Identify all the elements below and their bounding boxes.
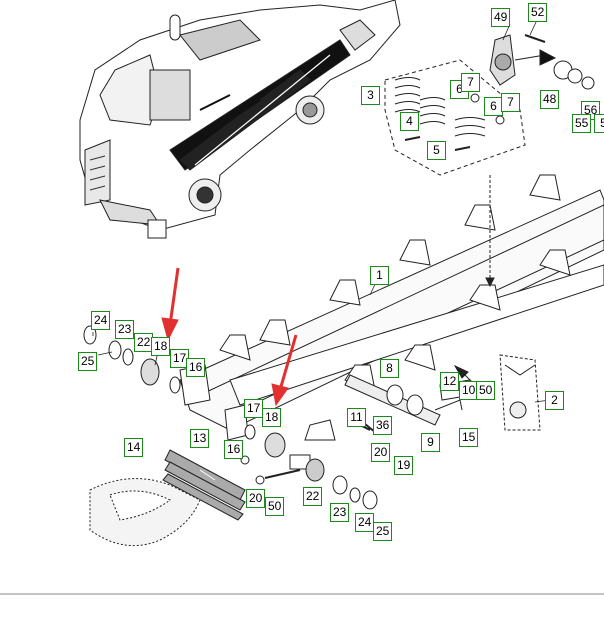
callout-18[interactable]: 18 [151,337,171,356]
callout-36[interactable]: 36 [373,416,393,435]
red-arrows [161,267,298,407]
callout-25[interactable]: 25 [373,522,393,541]
pump-assembly [489,34,595,90]
callout-5[interactable]: 5 [594,114,604,133]
callout-17[interactable]: 17 [170,349,190,368]
callout-1[interactable]: 1 [370,266,389,285]
callout-24[interactable]: 24 [355,513,375,532]
callout-20[interactable]: 20 [371,443,391,462]
callout-6[interactable]: 6 [484,97,503,116]
callout-52[interactable]: 52 [528,3,548,22]
callout-13[interactable]: 13 [190,429,210,448]
callout-14[interactable]: 14 [124,438,144,457]
callout-50[interactable]: 50 [476,381,496,400]
callout-55[interactable]: 55 [572,114,592,133]
callout-19[interactable]: 19 [394,456,414,475]
callout-22[interactable]: 22 [303,487,323,506]
bracket-assembly [499,354,541,431]
callout-50[interactable]: 50 [265,497,285,516]
callout-20[interactable]: 20 [246,489,266,508]
rod-bundle [162,449,246,521]
callout-5[interactable]: 5 [427,141,446,160]
callout-25[interactable]: 25 [78,352,98,371]
callout-24[interactable]: 24 [91,311,111,330]
callout-17[interactable]: 17 [244,399,264,418]
leader-lines [92,19,551,403]
callout-15[interactable]: 15 [459,428,479,447]
middle-bearing-stack [224,404,378,510]
callout-49[interactable]: 49 [491,8,511,27]
machine-illustration [79,0,401,239]
callout-7[interactable]: 7 [501,93,520,112]
callout-18[interactable]: 18 [262,408,282,427]
callout-16[interactable]: 16 [224,440,244,459]
callout-23[interactable]: 23 [330,503,350,522]
mat-part [89,478,201,547]
spring-detail-outline [384,59,526,176]
callout-9[interactable]: 9 [421,433,440,452]
callout-23[interactable]: 23 [115,320,135,339]
callout-8[interactable]: 8 [380,359,399,378]
callout-11[interactable]: 11 [347,408,366,427]
callout-16[interactable]: 16 [186,358,206,377]
callout-4[interactable]: 4 [400,112,419,131]
callout-12[interactable]: 12 [440,372,460,391]
callout-48[interactable]: 48 [540,90,560,109]
callout-10[interactable]: 10 [459,381,479,400]
callout-3[interactable]: 3 [361,86,380,105]
callout-2[interactable]: 2 [545,391,564,410]
callout-7[interactable]: 7 [461,73,480,92]
callout-22[interactable]: 22 [134,333,154,352]
